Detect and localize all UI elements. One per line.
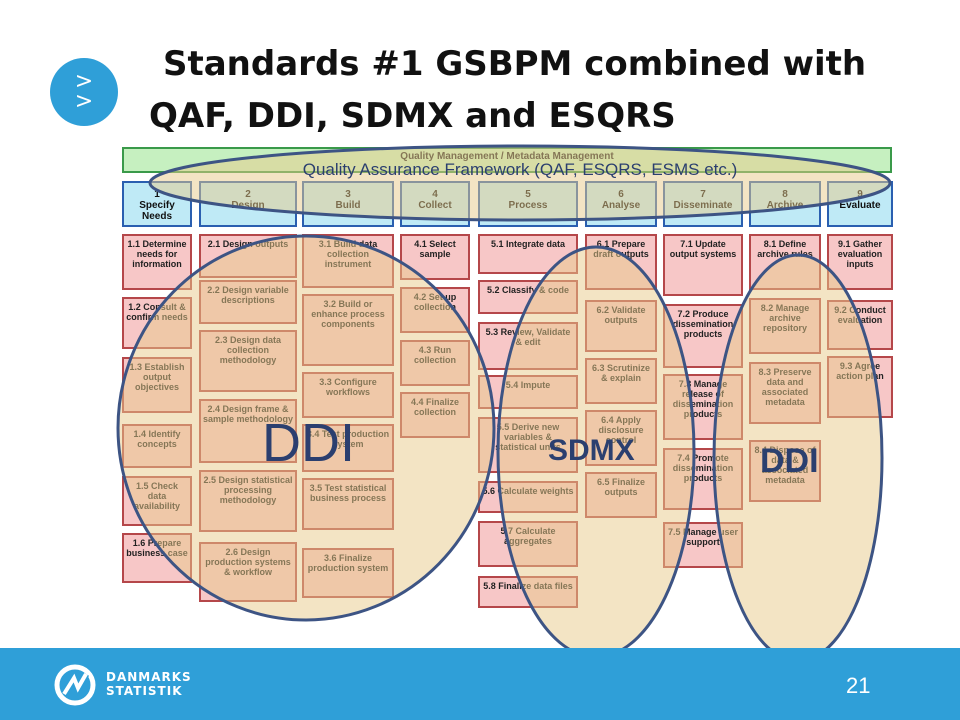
phase-2: 2 Design [199, 181, 297, 227]
subprocess-box: 8.2 Manage archive repository [749, 298, 821, 354]
subprocess-box: 7.1 Update output systems [663, 234, 743, 296]
subprocess-box: 5.8 Finalize data files [478, 576, 578, 608]
subprocess-box: 7.5 Manage user support [663, 522, 743, 568]
subprocess-box: 3.2 Build or enhance process components [302, 294, 394, 366]
subprocess-box: 2.1 Design outputs [199, 234, 297, 278]
phase-9: 9 Evaluate [827, 181, 893, 227]
subprocess-box: 1.6 Prepare business case [122, 533, 192, 583]
subprocess-box: 3.5 Test statistical business process [302, 478, 394, 530]
ddi-right-label: DDI [760, 442, 819, 480]
qaf-label: Quality Assurance Framework (QAF, ESQRS,… [302, 160, 738, 179]
subprocess-box: 6.5 Finalize outputs [585, 472, 657, 518]
ddi-left-label: DDI [262, 413, 355, 473]
subprocess-box: 6.3 Scrutinize & explain [585, 358, 657, 404]
page-number: 21 [846, 673, 871, 698]
phase-3: 3 Build [302, 181, 394, 227]
subprocess-box: 9.3 Agree action plan [827, 356, 893, 418]
subprocess-box: 3.1 Build data collection instrument [302, 234, 394, 288]
subprocess-box: 7.4 Promote dissemination products [663, 448, 743, 510]
subprocess-box: 4.4 Finalize collection [400, 392, 470, 438]
subprocess-box: 5.1 Integrate data [478, 234, 578, 274]
subprocess-box: 9.2 Conduct evaluation [827, 300, 893, 350]
subprocess-box: 1.2 Consult & confirm needs [122, 297, 192, 349]
chevron-right-icon: > [74, 69, 94, 94]
nav-chevrons-button[interactable]: > > [50, 58, 118, 126]
subprocess-box: 8.3 Preserve data and associated metadat… [749, 362, 821, 424]
subprocess-box: 2.5 Design statistical processing method… [199, 470, 297, 532]
subprocess-box: 1.1 Determine needs for information [122, 234, 192, 290]
subprocess-box: 7.2 Produce dissemination products [663, 304, 743, 368]
subprocess-box: 3.6 Finalize production system [302, 548, 394, 598]
subprocess-box: 5.6 Calculate weights [478, 481, 578, 513]
subprocess-box: 8.1 Define archive rules [749, 234, 821, 290]
footer-bar [0, 648, 960, 720]
subprocess-box: 7.3 Manage release of dissemination prod… [663, 374, 743, 440]
phase-4: 4 Collect [400, 181, 470, 227]
slide-title-line-2: QAF, DDI, SDMX and ESQRS [149, 96, 676, 136]
subprocess-box: 1.4 Identify concepts [122, 424, 192, 468]
subprocess-box: 4.1 Select sample [400, 234, 470, 280]
subprocess-box: 2.6 Design production systems & workflow [199, 542, 297, 602]
subprocess-box: 5.2 Classify & code [478, 280, 578, 314]
danmarks-statistik-logo-icon [54, 664, 96, 706]
subprocess-box: 4.2 Set up collection [400, 287, 470, 333]
phase-8: 8 Archive [749, 181, 821, 227]
subprocess-box: 6.1 Prepare draft outputs [585, 234, 657, 290]
subprocess-box: 1.3 Establish output objectives [122, 357, 192, 413]
sdmx-label: SDMX [548, 434, 635, 467]
subprocess-box: 5.4 Impute [478, 375, 578, 409]
subprocess-box: 5.3 Review, Validate & edit [478, 322, 578, 370]
subprocess-box: 4.3 Run collection [400, 340, 470, 386]
subprocess-box: 6.2 Validate outputs [585, 300, 657, 352]
logo-line-1: DANMARKS [106, 670, 192, 684]
phase-5: 5 Process [478, 181, 578, 227]
subprocess-box: 1.5 Check data availability [122, 476, 192, 526]
logo-wordmark: DANMARKS STATISTIK [106, 670, 192, 698]
phase-6: 6 Analyse [585, 181, 657, 227]
slide-title-line-1: Standards #1 GSBPM combined with [163, 44, 867, 84]
phase-7: 7 Disseminate [663, 181, 743, 227]
logo-line-2: STATISTIK [106, 684, 183, 698]
subprocess-box: 2.3 Design data collection methodology [199, 330, 297, 392]
phase-1: 1 Specify Needs [122, 181, 192, 227]
chevron-right-icon: > [74, 89, 94, 114]
subprocess-box: 2.2 Design variable descriptions [199, 280, 297, 324]
subprocess-box: 9.1 Gather evaluation inputs [827, 234, 893, 290]
subprocess-box: 5.7 Calculate aggregates [478, 521, 578, 567]
